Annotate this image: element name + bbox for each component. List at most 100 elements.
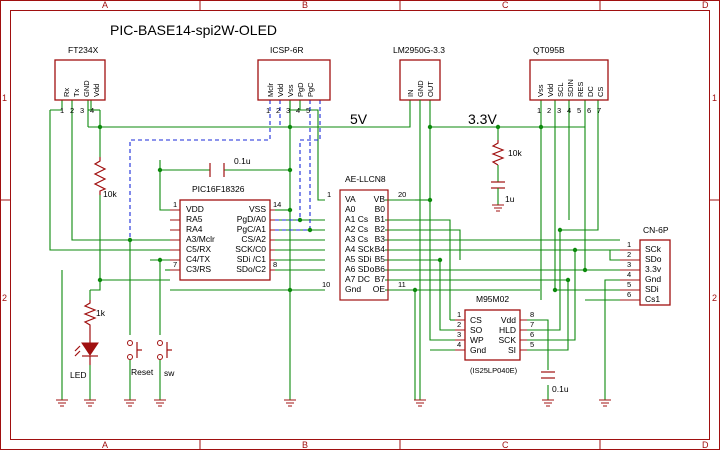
capacitor-c2: 1u bbox=[491, 181, 515, 205]
ft234x-connector: FT234X Rx Tx GND Vdd 1 2 3 4 bbox=[54, 45, 106, 115]
m95-left-1: SO bbox=[470, 325, 483, 335]
zone-col-a-bottom: A bbox=[102, 440, 108, 450]
pic16f18326-mcu: PIC16F18326 VDD RA5 RA4 A3/Mclr C5/RX C4… bbox=[170, 184, 281, 281]
icsp-pin-mclr: Mclr bbox=[266, 82, 275, 97]
qt095b-num-3: 3 bbox=[557, 106, 561, 115]
ft234x-num-3: 3 bbox=[80, 106, 84, 115]
m95-name: M95M02 bbox=[476, 294, 509, 304]
lm2950-pin-out: OUT bbox=[426, 81, 435, 97]
pic-pin-14: 14 bbox=[273, 200, 281, 209]
m95-right-3: SI bbox=[508, 345, 516, 355]
buffer-right-8: B7 bbox=[375, 274, 386, 284]
resistor-r3: 1k bbox=[83, 300, 106, 335]
icsp-pin-pgd: PgD bbox=[296, 82, 305, 97]
qt095b-name: QT095B bbox=[533, 45, 565, 55]
qt095b-pin-res: RES bbox=[576, 82, 585, 97]
pic-left-6: C3/RS bbox=[186, 264, 211, 274]
pic-left-3: A3/Mclr bbox=[186, 234, 215, 244]
icsp-num-1: 1 bbox=[266, 106, 270, 115]
qt095b-num-2: 2 bbox=[547, 106, 551, 115]
icsp-connector: ICSP-6R Mclr Vdd Vss PgD PgC 1 2 3 4 5 bbox=[257, 45, 331, 115]
buffer-left-1: A0 bbox=[345, 204, 356, 214]
cn6p-pin-3v3: 3.3v bbox=[645, 264, 662, 274]
buffer-right-9: OE bbox=[373, 284, 386, 294]
pic-left-5: C4/TX bbox=[186, 254, 210, 264]
cn6p-num-3: 3 bbox=[627, 260, 631, 269]
r1-value: 10k bbox=[103, 189, 117, 199]
cn6p-num-4: 4 bbox=[627, 270, 631, 279]
m95-rnum-8: 8 bbox=[530, 310, 534, 319]
ft234x-pin-vdd: Vdd bbox=[92, 84, 101, 97]
buffer-left-4: A3 Cs bbox=[345, 234, 368, 244]
pic-pin-8: 8 bbox=[273, 260, 277, 269]
buffer-left-2: A1 Cs bbox=[345, 214, 368, 224]
capacitor-c1: 0.1u bbox=[209, 156, 251, 177]
cn6p-num-6: 6 bbox=[627, 290, 631, 299]
c3-value: 0.1u bbox=[552, 384, 569, 394]
r2-value: 10k bbox=[508, 148, 522, 158]
qt095b-num-7: 7 bbox=[597, 106, 601, 115]
qt095b-pin-scl: SCL bbox=[556, 82, 565, 97]
r3-value: 1k bbox=[96, 308, 106, 318]
zone-row-1-right: 1 bbox=[712, 93, 717, 103]
m95-left-3: Gnd bbox=[470, 345, 486, 355]
icsp-pin-vdd: Vdd bbox=[276, 84, 285, 97]
ft234x-num-2: 2 bbox=[70, 106, 74, 115]
buffer-left-5: A4 SCk bbox=[345, 244, 375, 254]
zone-col-c-top: C bbox=[502, 0, 509, 10]
ft234x-pin-tx: Tx bbox=[72, 88, 81, 97]
icsp-pin-vss: Vss bbox=[286, 84, 295, 97]
cn6p-pin-cs1: Cs1 bbox=[645, 294, 660, 304]
buffer-right-2: B1 bbox=[375, 214, 386, 224]
buffer-name: AE-LLCN8 bbox=[345, 174, 386, 184]
lm2950-pin-in: IN bbox=[406, 90, 415, 98]
m95-lnum-2: 2 bbox=[457, 320, 461, 329]
m95-right-0: Vdd bbox=[501, 315, 516, 325]
sw-label: sw bbox=[164, 368, 175, 378]
zone-row-1-left: 1 bbox=[2, 93, 7, 103]
buffer-right-5: B4 bbox=[375, 244, 386, 254]
icsp-num-2: 2 bbox=[276, 106, 280, 115]
buffer-left-9: Gnd bbox=[345, 284, 361, 294]
icsp-pin-pgc: PgC bbox=[306, 82, 315, 97]
pic-left-0: VDD bbox=[186, 204, 204, 214]
buffer-pin-1: 1 bbox=[327, 190, 331, 199]
pic-left-4: C5/RX bbox=[186, 244, 211, 254]
pic-right-2: PgC/A1 bbox=[237, 224, 267, 234]
icsp-num-3: 3 bbox=[286, 106, 290, 115]
pic-left-2: RA4 bbox=[186, 224, 203, 234]
m95-lnum-1: 1 bbox=[457, 310, 461, 319]
pic-name: PIC16F18326 bbox=[192, 184, 245, 194]
zone-col-c-bottom: C bbox=[502, 440, 509, 450]
qt095b-num-1: 1 bbox=[537, 106, 541, 115]
qt095b-num-6: 6 bbox=[587, 106, 591, 115]
ft234x-num-4: 4 bbox=[90, 106, 94, 115]
m95-rnum-7: 7 bbox=[530, 320, 534, 329]
ft234x-pin-rx: Rx bbox=[62, 88, 71, 97]
diagram-title: PIC-BASE14-spi2W-OLED bbox=[110, 22, 277, 38]
lm2950-regulator: LM2950G-3.3 IN GND OUT bbox=[393, 45, 445, 101]
buffer-left-7: A6 SDo bbox=[345, 264, 375, 274]
m95-left-2: WP bbox=[470, 335, 484, 345]
m95-right-2: SCK bbox=[499, 335, 517, 345]
buffer-left-0: VA bbox=[345, 194, 356, 204]
qt095b-num-5: 5 bbox=[577, 106, 581, 115]
qt095b-oled: QT095B Vss Vdd SCL SDIN RES DC CS 1 2 3 … bbox=[529, 45, 609, 115]
user-switch: sw bbox=[157, 340, 175, 378]
icsp-num-5: 5 bbox=[306, 106, 310, 115]
zone-col-b-bottom: B bbox=[302, 440, 308, 450]
pic-right-1: PgD/A0 bbox=[237, 214, 267, 224]
capacitor-c3: 0.1u bbox=[541, 371, 569, 394]
m95-right-1: HLD bbox=[499, 325, 516, 335]
ft234x-num-1: 1 bbox=[60, 106, 64, 115]
m95-part-alt: (IS25LP040E) bbox=[470, 366, 518, 375]
qt095b-pin-vdd: Vdd bbox=[546, 84, 555, 97]
m95-rnum-5: 5 bbox=[530, 340, 534, 349]
zone-row-2-right: 2 bbox=[712, 293, 717, 303]
pic-right-6: SDo/C2 bbox=[236, 264, 266, 274]
m95-lnum-4: 4 bbox=[457, 340, 461, 349]
m95m02-flash: M95M02 CS SO WP Gnd Vdd HLD SCK SI 1 2 3… bbox=[455, 294, 534, 375]
m95-rnum-6: 6 bbox=[530, 330, 534, 339]
pic-right-0: VSS bbox=[249, 204, 266, 214]
